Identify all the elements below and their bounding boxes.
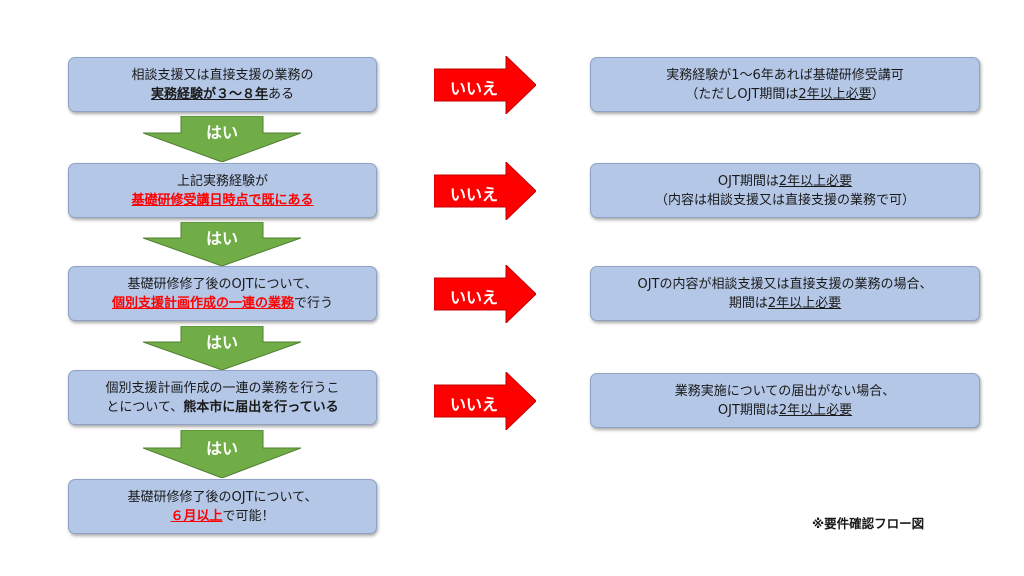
no-label: いいえ	[449, 79, 498, 98]
no-label: いいえ	[449, 395, 498, 414]
outcome-3-line-2: 期間は2年以上必要	[729, 294, 841, 313]
yes-arrow-3: はい	[142, 325, 302, 371]
outcome-1-head: （ただしOJT期間は	[685, 86, 799, 102]
question-4-head: とについて、	[106, 399, 184, 415]
outcome-box-3: OJTの内容が相談支援又は直接支援の業務の場合、 期間は2年以上必要	[590, 266, 980, 321]
question-3-tail: で行う	[294, 295, 334, 311]
outcome-box-2: OJT期間は2年以上必要 （内容は相談支援又は直接支援の業務で可）	[590, 163, 980, 218]
question-1-line-2: 実務経験が３～８年ある	[151, 85, 294, 104]
question-3-line-1: 基礎研修修了後のOJTについて、	[127, 276, 318, 292]
question-1-emphasis: 実務経験が３～８年	[150, 86, 268, 102]
right-arrow-icon	[433, 263, 537, 325]
question-3-line-2: 個別支援計画作成の一連の業務で行う	[112, 294, 333, 313]
question-2-emphasis: 基礎研修受講日時点で既にある	[131, 192, 314, 208]
question-4-line-2: とについて、熊本市に届出を行っている	[106, 398, 338, 417]
outcome-3-line-1: OJTの内容が相談支援又は直接支援の業務の場合、	[637, 276, 933, 292]
outcome-box-4: 業務実施についての届出がない場合、 OJT期間は2年以上必要	[590, 373, 980, 428]
result-tail: で可能！	[222, 508, 275, 524]
question-4-line-1: 個別支援計画作成の一連の業務を行うこ	[105, 380, 340, 396]
outcome-1-line-1: 実務経験が1～6年あれば基礎研修受講可	[666, 67, 904, 83]
right-arrow-icon	[433, 370, 537, 432]
question-box-1: 相談支援又は直接支援の業務の 実務経験が３～８年ある	[68, 57, 377, 112]
question-1-line-1: 相談支援又は直接支援の業務の	[131, 67, 314, 83]
yes-arrow-2: はい	[142, 221, 302, 267]
question-box-3: 基礎研修修了後のOJTについて、 個別支援計画作成の一連の業務で行う	[68, 266, 377, 321]
down-arrow-icon	[142, 221, 302, 267]
question-4-emphasis: 熊本市に届出を行っている	[183, 399, 339, 415]
outcome-1-emphasis: 2年以上必要	[798, 86, 872, 102]
right-arrow-icon	[433, 160, 537, 222]
no-arrow-4: いいえ	[433, 370, 537, 432]
yes-label: はい	[205, 333, 238, 352]
outcome-3-emphasis: 2年以上必要	[767, 295, 842, 311]
outcome-4-line-1: 業務実施についての届出がない場合、	[674, 383, 896, 399]
flowchart-caption: ※要件確認フロー図	[812, 516, 925, 531]
outcome-2-head: OJT期間は	[717, 173, 779, 189]
down-arrow-icon	[142, 429, 302, 479]
question-2-line-1: 上記実務経験が	[176, 173, 268, 189]
outcome-4-emphasis: 2年以上必要	[778, 402, 853, 418]
outcome-2-line-1: OJT期間は2年以上必要	[718, 172, 852, 191]
outcome-4-line-2: OJT期間は2年以上必要	[718, 401, 852, 420]
result-box: 基礎研修修了後のOJTについて、 ６月以上で可能！	[68, 479, 377, 534]
yes-label: はい	[205, 123, 238, 142]
right-arrow-icon	[433, 54, 537, 116]
outcome-3-head: 期間は	[728, 295, 768, 311]
outcome-1-line-2: （ただしOJT期間は2年以上必要）	[685, 85, 884, 104]
question-box-2: 上記実務経験が 基礎研修受講日時点で既にある	[68, 163, 377, 218]
outcome-2-line-2: （内容は相談支援又は直接支援の業務で可）	[654, 192, 915, 208]
result-emphasis: ６月以上	[170, 508, 223, 524]
result-line-2: ６月以上で可能！	[170, 507, 274, 526]
down-arrow-icon	[142, 115, 302, 163]
question-2-line-2: 基礎研修受講日時点で既にある	[131, 191, 313, 210]
yes-arrow-1: はい	[142, 115, 302, 163]
outcome-1-tail: ）	[871, 86, 885, 102]
down-arrow-icon	[142, 325, 302, 371]
outcome-box-1: 実務経験が1～6年あれば基礎研修受講可 （ただしOJT期間は2年以上必要）	[590, 57, 980, 112]
outcome-4-head: OJT期間は	[717, 402, 779, 418]
yes-label: はい	[205, 229, 238, 248]
yes-arrow-4: はい	[142, 429, 302, 479]
question-3-emphasis: 個別支援計画作成の一連の業務	[111, 295, 294, 311]
no-label: いいえ	[449, 185, 498, 204]
no-label: いいえ	[449, 288, 498, 307]
no-arrow-3: いいえ	[433, 263, 537, 325]
question-1-tail: ある	[268, 86, 295, 102]
no-arrow-1: いいえ	[433, 54, 537, 116]
yes-label: はい	[205, 439, 238, 458]
result-line-1: 基礎研修修了後のOJTについて、	[127, 489, 318, 505]
question-box-4: 個別支援計画作成の一連の業務を行うこ とについて、熊本市に届出を行っている	[68, 370, 377, 425]
outcome-2-emphasis: 2年以上必要	[778, 173, 853, 189]
no-arrow-2: いいえ	[433, 160, 537, 222]
